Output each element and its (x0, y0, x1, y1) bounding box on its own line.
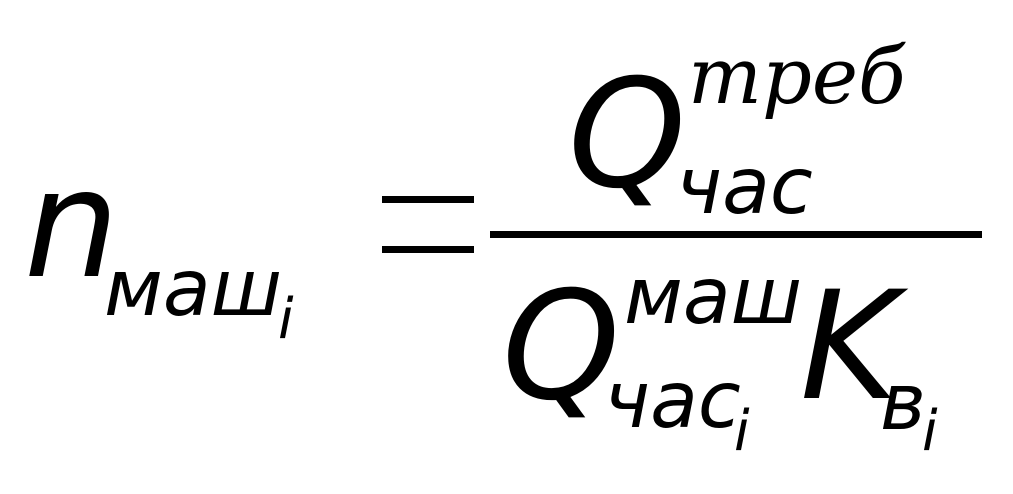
lhs-subscript: маш (104, 244, 283, 334)
equals-bar-top (382, 196, 474, 203)
denominator-q-subscript: час (604, 356, 741, 446)
equals-bar-bottom (382, 246, 474, 253)
denominator-q-sub-index: i (734, 399, 750, 464)
denominator-k-symbol: K (800, 260, 899, 434)
denominator-k-sub-index: i (922, 399, 938, 464)
equals-sign (382, 196, 474, 254)
lhs-symbol: n (24, 138, 120, 312)
numerator-symbol: Q (568, 48, 687, 222)
denominator-k-subscript: в (880, 358, 926, 448)
numerator-superscript: треб (688, 32, 906, 122)
lhs-sub-index: i (278, 287, 294, 352)
denominator-q-symbol: Q (502, 260, 621, 434)
numerator-subscript: час (676, 142, 813, 232)
fraction-line (490, 231, 982, 238)
denominator-q-superscript: маш (624, 252, 803, 342)
